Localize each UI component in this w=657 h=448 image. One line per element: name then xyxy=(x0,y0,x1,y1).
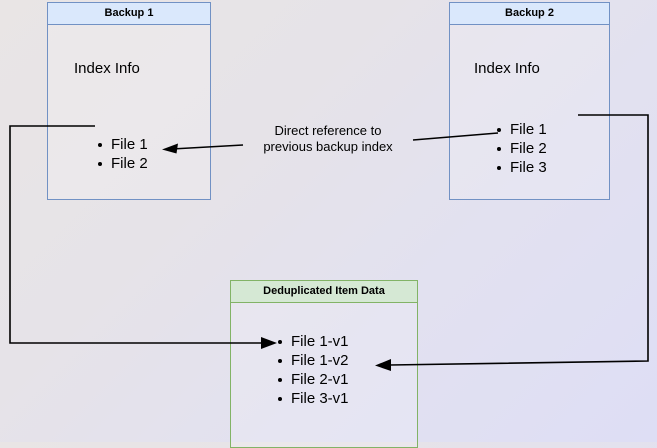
deduplicated-item-data-body: File 1-v1 File 1-v2 File 2-v1 File 3-v1 xyxy=(231,303,417,447)
backup-1-title: Backup 1 xyxy=(48,3,210,25)
backup-1-file-list: File 1 File 2 xyxy=(96,135,148,173)
backup-1-index-info-label: Index Info xyxy=(74,60,140,77)
list-item: File 1 xyxy=(495,120,547,139)
list-item: File 2 xyxy=(96,154,148,173)
backup-2-file-list: File 1 File 2 File 3 xyxy=(495,120,547,177)
list-item: File 1-v1 xyxy=(276,332,349,351)
backup-2-title: Backup 2 xyxy=(450,3,609,25)
backup-2-index-info-label: Index Info xyxy=(474,60,540,77)
list-item: File 2-v1 xyxy=(276,370,349,389)
direct-reference-annotation: Direct reference to previous backup inde… xyxy=(263,123,393,154)
list-item: File 1-v2 xyxy=(276,351,349,370)
backup-1-box: Backup 1 Index Info File 1 File 2 xyxy=(47,2,211,200)
backup-2-body: Index Info File 1 File 2 File 3 xyxy=(450,25,609,199)
backup-1-body: Index Info File 1 File 2 xyxy=(48,25,210,199)
list-item: File 1 xyxy=(96,135,148,154)
list-item: File 2 xyxy=(495,139,547,158)
list-item: File 3 xyxy=(495,158,547,177)
backup-2-box: Backup 2 Index Info File 1 File 2 File 3 xyxy=(449,2,610,200)
deduplicated-item-data-title: Deduplicated Item Data xyxy=(231,281,417,303)
deduplicated-item-data-box: Deduplicated Item Data File 1-v1 File 1-… xyxy=(230,280,418,448)
list-item: File 3-v1 xyxy=(276,389,349,408)
deduplicated-file-list: File 1-v1 File 1-v2 File 2-v1 File 3-v1 xyxy=(276,332,349,408)
